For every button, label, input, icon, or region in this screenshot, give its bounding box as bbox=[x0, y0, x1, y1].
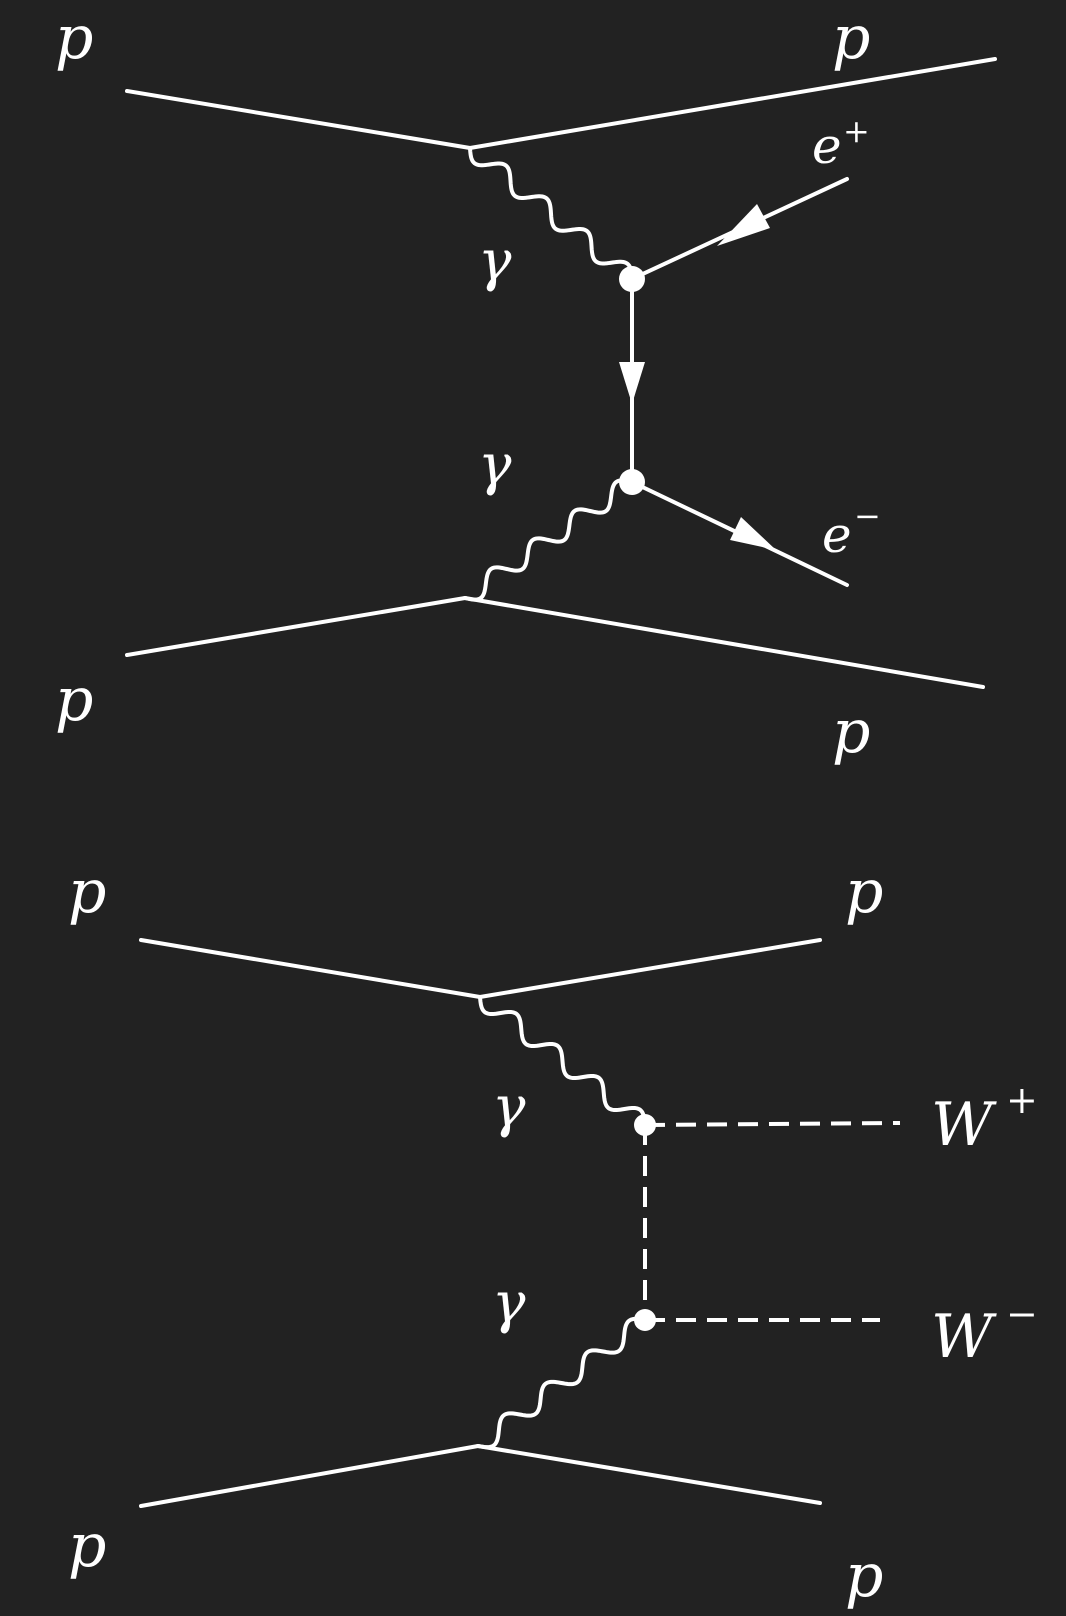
label-p-out-bottom: p bbox=[845, 1541, 883, 1611]
vertex-lower bbox=[619, 469, 645, 495]
label-p-out-bottom: p bbox=[832, 697, 870, 767]
w-plus-line bbox=[644, 1121, 901, 1127]
label-w-minus-charge: − bbox=[1006, 1292, 1038, 1336]
proton-line-bottom-in bbox=[139, 1444, 480, 1508]
propagator-arrow bbox=[619, 362, 645, 404]
label-p-in-bottom: p bbox=[55, 665, 93, 735]
electron-arrow bbox=[730, 517, 776, 550]
label-gamma-lower: γ bbox=[478, 433, 512, 498]
label-electron-charge: − bbox=[854, 497, 881, 535]
label-p-in-top: p bbox=[68, 857, 106, 927]
label-p-in-bottom: p bbox=[68, 1511, 106, 1581]
label-w-plus-charge: + bbox=[1006, 1078, 1038, 1122]
label-gamma-upper: γ bbox=[478, 229, 512, 294]
label-gamma-lower: γ bbox=[492, 1271, 526, 1336]
label-p-out-top: p bbox=[832, 3, 870, 73]
label-electron: e bbox=[822, 506, 852, 564]
vertex-upper bbox=[619, 266, 645, 292]
proton-line-bottom-out bbox=[463, 596, 985, 689]
label-w-plus: W bbox=[931, 1090, 997, 1160]
proton-line-top-in bbox=[139, 938, 482, 999]
photon-lower bbox=[476, 1316, 647, 1450]
label-positron: e bbox=[812, 117, 842, 175]
photon-upper bbox=[478, 995, 647, 1127]
positron-arrow bbox=[717, 204, 770, 246]
label-p-in-top: p bbox=[55, 3, 93, 73]
diagram-diboson: p p p p γ γ W + W − bbox=[68, 857, 1038, 1611]
photon-lower bbox=[463, 478, 634, 602]
label-p-out-top: p bbox=[845, 857, 883, 927]
label-positron-charge: + bbox=[843, 112, 870, 150]
vertex-lower bbox=[634, 1309, 656, 1331]
label-w-minus: W bbox=[931, 1302, 997, 1372]
proton-line-bottom-out bbox=[476, 1444, 822, 1505]
proton-line-top-out bbox=[468, 57, 997, 150]
proton-line-bottom-in bbox=[125, 596, 467, 657]
proton-line-top-in bbox=[125, 89, 472, 150]
proton-line-top-out bbox=[478, 938, 822, 999]
diagram-dilepton: p p p p γ γ e + e − bbox=[55, 3, 997, 767]
label-gamma-upper: γ bbox=[492, 1075, 526, 1140]
vertex-upper bbox=[634, 1114, 656, 1136]
photon-upper bbox=[468, 146, 634, 281]
